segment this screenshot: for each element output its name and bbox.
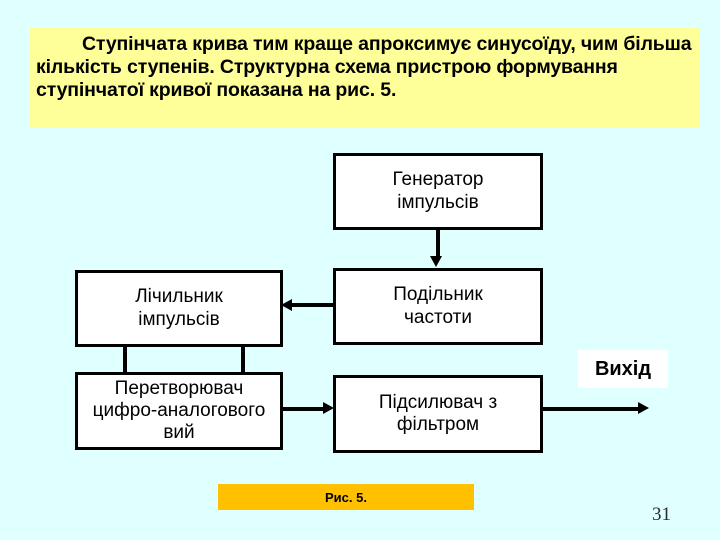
output-label-box: Вихід: [578, 350, 668, 388]
arrow-left-icon: [281, 299, 292, 311]
arrow-right-output-icon: [638, 402, 649, 414]
arrow-down-icon: [430, 256, 442, 267]
figure-caption-text: Рис. 5.: [325, 489, 367, 505]
block-pulse-counter: Лічильник імпульсів: [75, 270, 283, 347]
block-frequency-divider: Подільник частоти: [333, 268, 543, 345]
block-pulse-generator: Генератор імпульсів: [333, 153, 543, 230]
connector-amplifier-to-output-line: [543, 407, 641, 411]
block-amplifier-with-filter-label: Підсилювач з фільтром: [378, 391, 498, 435]
connector-generator-to-divider-line: [436, 230, 440, 260]
intro-paragraph: Ступінчата крива тим краще апроксимує си…: [36, 33, 697, 101]
block-digital-analog-converter-label: Перетворювач цифро-аналогового вий: [92, 377, 266, 444]
block-pulse-generator-label: Генератор імпульсів: [392, 169, 484, 213]
arrow-right-icon: [323, 402, 334, 414]
connector-counter-to-converter-line-b: [241, 345, 245, 374]
block-pulse-counter-label: Лічильник імпульсів: [135, 286, 223, 330]
figure-caption-bar: Рис. 5.: [218, 484, 474, 510]
output-label-text: Вихід: [594, 357, 652, 380]
connector-converter-to-amplifier-line: [283, 407, 326, 411]
block-frequency-divider-label: Подільник частоти: [393, 284, 483, 328]
connector-divider-to-counter-line: [290, 303, 335, 307]
block-amplifier-with-filter: Підсилювач з фільтром: [333, 375, 543, 453]
connector-counter-to-converter-line-a: [123, 345, 127, 374]
block-digital-analog-converter: Перетворювач цифро-аналогового вий: [75, 372, 283, 450]
intro-text-panel: Ступінчата крива тим краще апроксимує си…: [30, 28, 700, 128]
page-number: 31: [652, 504, 671, 525]
